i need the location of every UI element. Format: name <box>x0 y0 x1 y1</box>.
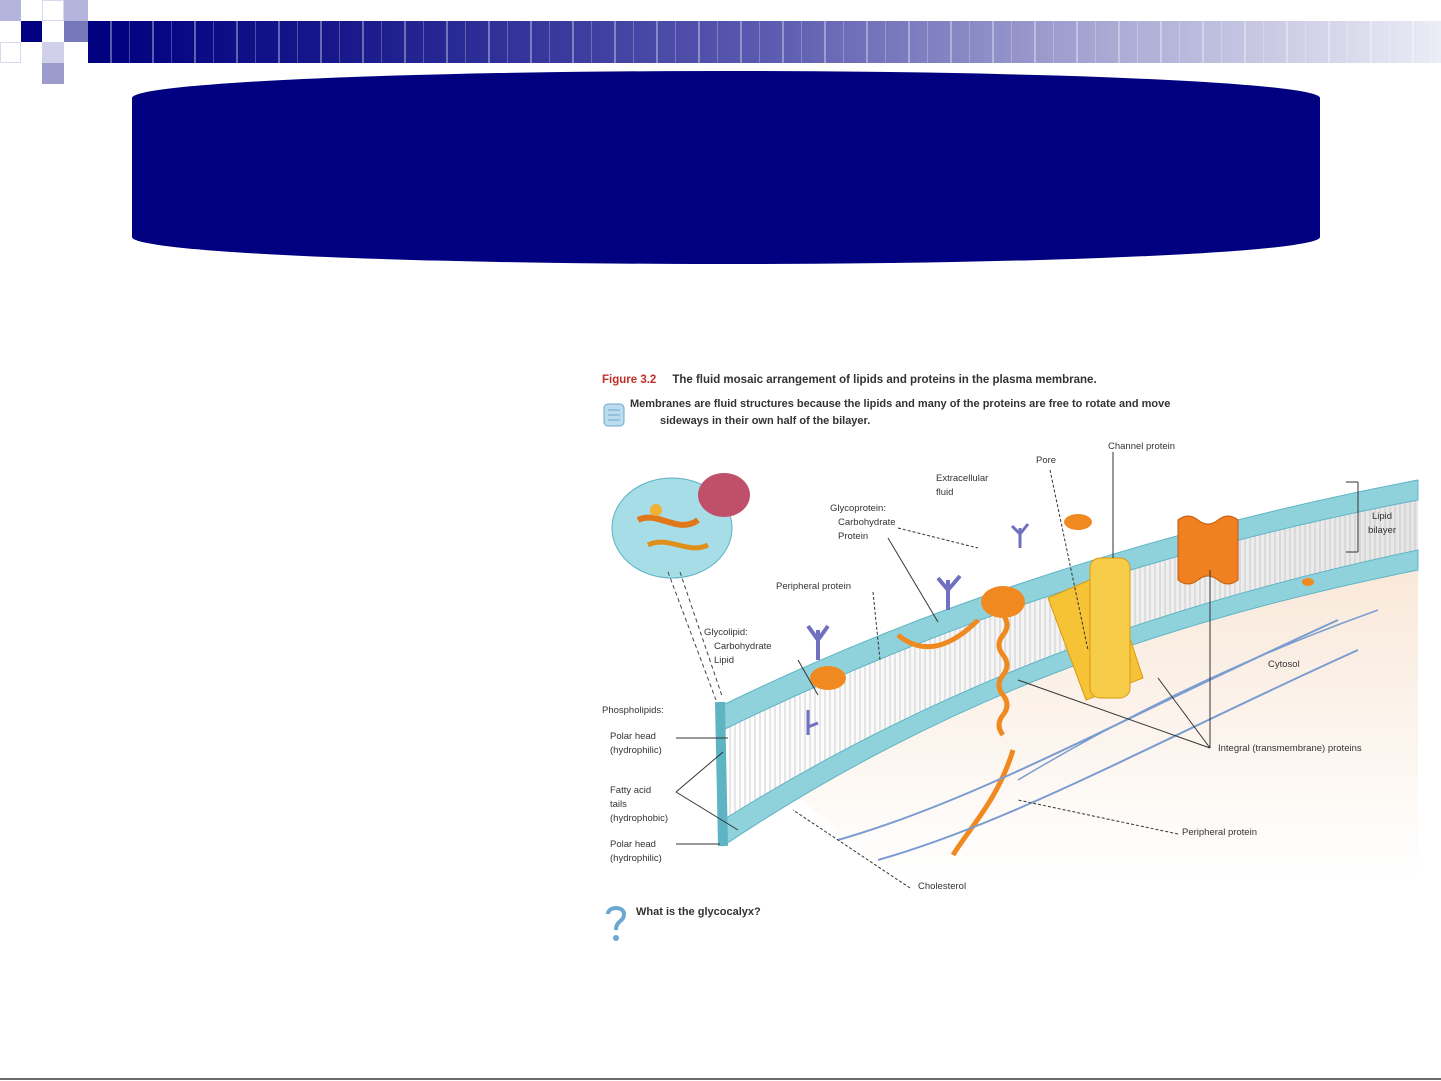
label-lipid-bilayer-2: bilayer <box>1368 525 1396 536</box>
corner-square-3 <box>42 0 64 21</box>
label-peripheral-protein-top: Peripheral protein <box>776 581 851 592</box>
corner-square-8 <box>42 63 64 84</box>
label-glycoprotein-3: Protein <box>838 531 869 542</box>
corner-square-4 <box>0 42 21 63</box>
lead-line-1: Membranes are fluid structures because t… <box>630 398 1171 410</box>
corner-square-7 <box>64 0 88 21</box>
label-integral-proteins: Integral (transmembrane) proteins <box>1218 743 1362 754</box>
label-fatty-acid-3: (hydrophobic) <box>610 813 669 824</box>
label-glycolipid-2: Carbohydrate <box>714 641 772 652</box>
figure-title: The fluid mosaic arrangement of lipids a… <box>672 374 1097 386</box>
label-glycolipid-3: Lipid <box>714 655 735 666</box>
label-fatty-acid-2: tails <box>610 799 627 810</box>
label-phospholipids: Phospholipids: <box>602 705 664 716</box>
label-glycolipid-1: Glycolipid: <box>704 627 748 638</box>
corner-square-9 <box>21 42 42 63</box>
label-extracellular-2: fluid <box>936 487 954 498</box>
label-polar-head-2b: (hydrophilic) <box>610 853 662 864</box>
membrane-diagram <box>611 452 1419 889</box>
lead-line-2: sideways in their own half of the bilaye… <box>660 415 871 427</box>
label-fatty-acid-1: Fatty acid <box>610 785 652 796</box>
corner-square-6 <box>64 21 88 42</box>
figure-question: What is the glycocalyx? <box>636 906 761 918</box>
corner-square-1 <box>0 0 21 21</box>
label-peripheral-protein-bottom: Peripheral protein <box>1182 827 1257 838</box>
label-polar-head-1b: (hydrophilic) <box>610 745 662 756</box>
corner-square-5 <box>42 42 64 63</box>
membrane-figure: Figure 3.2 The fluid mosaic arrangement o… <box>598 360 1428 960</box>
label-cholesterol: Cholesterol <box>918 881 967 892</box>
membrane-icon <box>603 403 625 427</box>
header-gradient-bar <box>88 21 1441 63</box>
label-lipid-bilayer-1: Lipid <box>1372 511 1393 522</box>
question-icon <box>606 906 627 941</box>
label-glycoprotein-1: Glycoprotein: <box>830 503 886 514</box>
label-polar-head-2a: Polar head <box>610 839 656 850</box>
bottom-rule <box>0 1078 1441 1080</box>
figure-number: Figure 3.2 <box>602 374 657 386</box>
corner-square-2 <box>21 21 42 42</box>
label-extracellular-1: Extracellular <box>936 473 989 484</box>
label-cytosol: Cytosol <box>1268 659 1300 670</box>
title-banner <box>132 71 1320 264</box>
label-polar-head-1a: Polar head <box>610 731 656 742</box>
label-glycoprotein-2: Carbohydrate <box>838 517 896 528</box>
label-pore: Pore <box>1036 455 1057 466</box>
figure-caption: Figure 3.2 The fluid mosaic arrangement o… <box>602 374 1097 386</box>
label-channel-protein: Channel protein <box>1108 441 1176 452</box>
